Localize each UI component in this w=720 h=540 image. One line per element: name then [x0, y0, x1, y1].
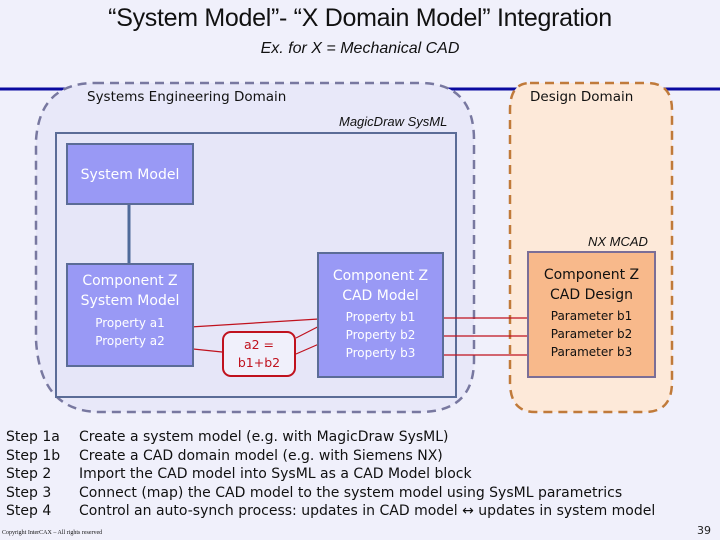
block-title-line1: Component Z	[82, 273, 178, 289]
step-id: Step 1a	[6, 429, 60, 445]
block-title-line1: Component Z	[543, 267, 640, 283]
step-text: Import the CAD model into SysML as a CAD…	[79, 466, 472, 483]
component-cad-model-block[interactable]: Component Z CAD Model Property b1 Proper…	[317, 252, 444, 378]
step-item: Step 1a Create a system model (e.g. with …	[6, 428, 655, 447]
step-text: Create a CAD domain model (e.g. with Sie…	[79, 447, 443, 464]
step-text: Control an auto-synch process: updates i…	[79, 503, 656, 520]
property-a2[interactable]: Property a2	[95, 334, 165, 348]
block-title-line2: CAD Design	[550, 287, 633, 303]
nx-mcad-tool-label: NX MCAD	[588, 234, 648, 249]
parameter-b3[interactable]: Parameter b3	[550, 345, 633, 359]
property-b2[interactable]: Property b2	[345, 328, 416, 342]
systems-engineering-domain-label: Systems Engineering Domain	[87, 89, 287, 105]
steps-list: Step 1a Create a system model (e.g. with …	[6, 428, 655, 521]
page-number: 39	[697, 524, 711, 537]
block-title-line2: System Model	[80, 293, 180, 309]
parametric-constraint[interactable]: a2 = b1+b2	[222, 331, 296, 377]
property-b3[interactable]: Property b3	[345, 346, 416, 360]
copyright-notice: Copyright InterCAX – All rights reserved	[2, 530, 103, 536]
component-cad-design-block[interactable]: Component Z CAD Design Parameter b1 Para…	[527, 251, 656, 378]
magicdraw-tool-label: MagicDraw SysML	[339, 114, 448, 129]
step-text: Create a system model (e.g. with MagicDr…	[79, 429, 449, 445]
formula-line1: a2 =	[243, 337, 275, 352]
step-id: Step 3	[6, 484, 52, 501]
slide-title: “System Model”- “X Domain Model” Integra…	[108, 4, 612, 32]
step-id: Step 1b	[6, 447, 61, 464]
component-system-model-block[interactable]: Component Z System Model Property a1 Pro…	[66, 263, 194, 367]
step-text: Connect (map) the CAD model to the syste…	[79, 484, 623, 501]
slide-subtitle: Ex. for X = Mechanical CAD	[260, 40, 460, 57]
formula-line2: b1+b2	[237, 355, 281, 370]
property-a1[interactable]: Property a1	[95, 316, 165, 330]
design-domain-label: Design Domain	[530, 89, 634, 105]
step-id: Step 4	[6, 503, 52, 520]
step-item: Step 3 Connect (map) the CAD model to the…	[6, 484, 655, 503]
step-item: Step 1b Create a CAD domain model (e.g. w…	[6, 447, 655, 466]
step-id: Step 2	[6, 466, 52, 483]
step-item: Step 4 Control an auto-synch process: upd…	[6, 502, 655, 521]
parameter-b2[interactable]: Parameter b2	[550, 327, 633, 341]
block-title-line2: CAD Model	[342, 288, 419, 304]
block-title-line1: Component Z	[332, 268, 429, 284]
property-b1[interactable]: Property b1	[345, 310, 416, 324]
connector-a1-b1	[173, 317, 336, 329]
parameter-b1[interactable]: Parameter b1	[550, 309, 633, 323]
system-model-block[interactable]: System Model	[66, 143, 194, 205]
system-model-title: System Model	[80, 167, 180, 183]
step-item: Step 2 Import the CAD model into SysML as…	[6, 465, 655, 484]
